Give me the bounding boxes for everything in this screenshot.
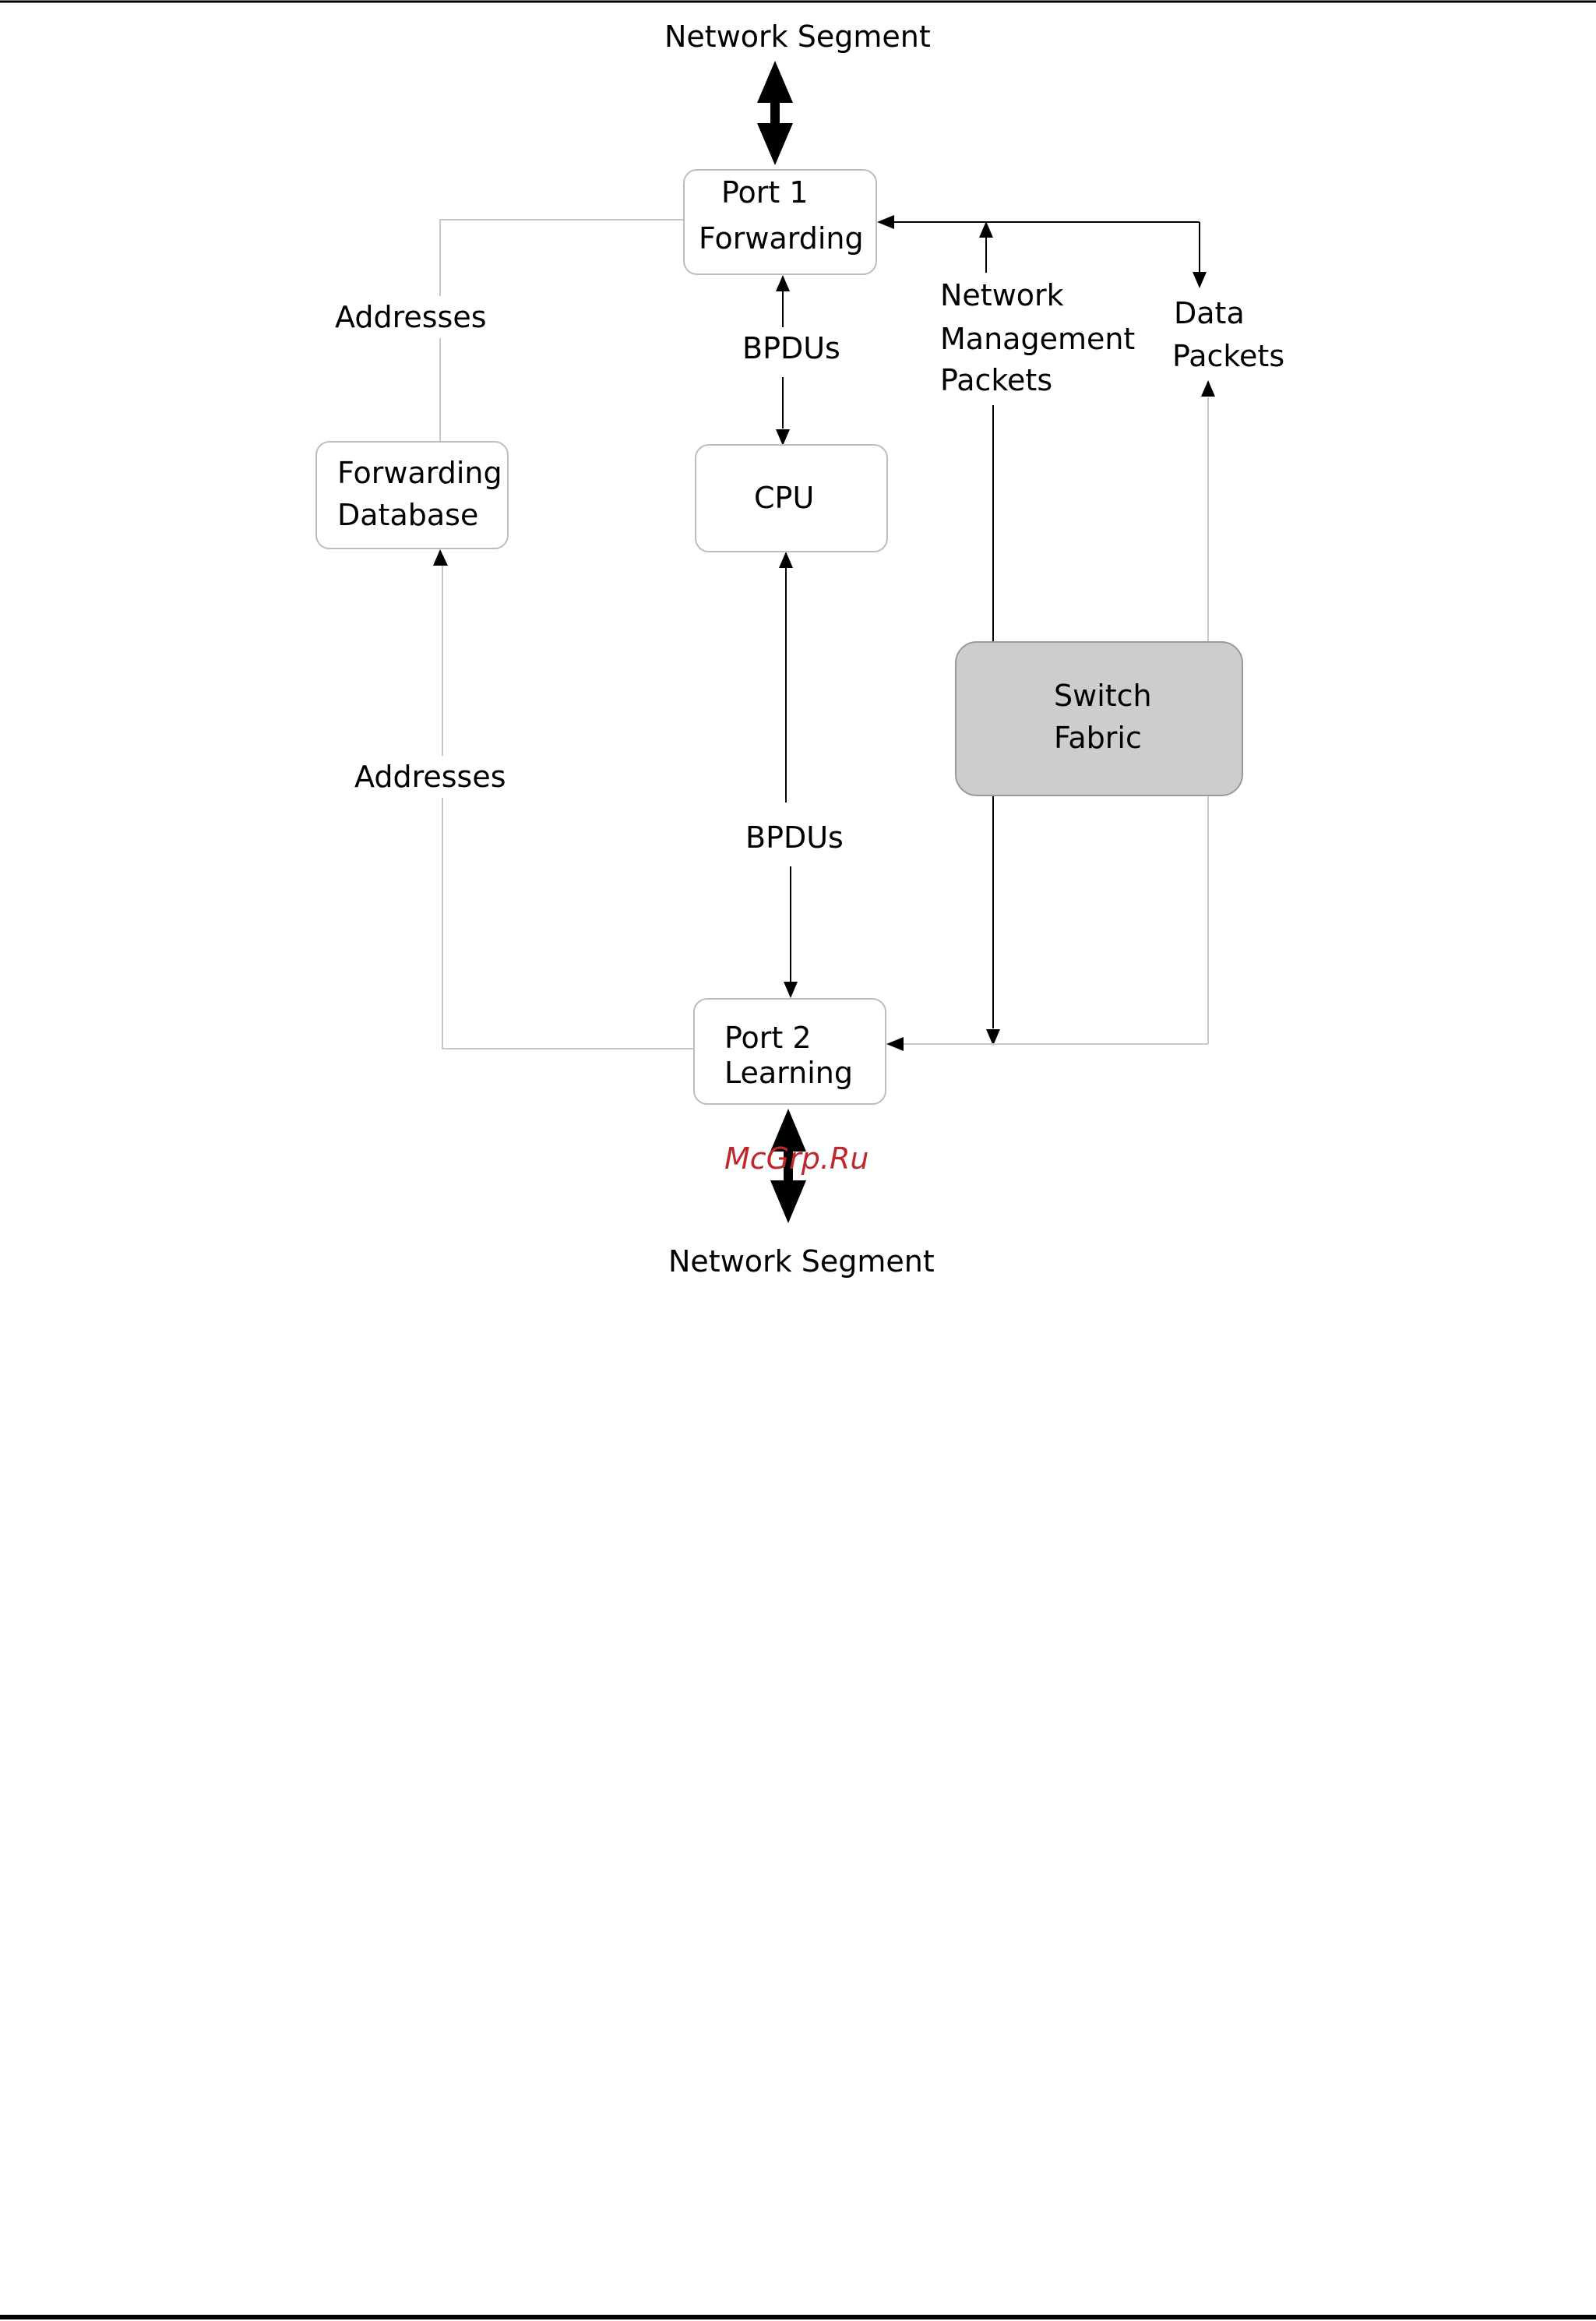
data-packets-label-2: Packets <box>1172 335 1284 377</box>
cpu-label: CPU <box>754 477 814 519</box>
port1-label: Port 1 <box>721 171 809 213</box>
cpu-top-arrowhead <box>776 429 790 446</box>
bpdus-top-label: BPDUs <box>742 327 840 369</box>
bottom-network-segment-label: Network Segment <box>668 1240 935 1282</box>
top-network-segment-label: Network Segment <box>664 16 931 58</box>
port2-right-arrowhead <box>886 1037 904 1051</box>
netmgmt-up-arrowhead <box>979 221 993 238</box>
data-packets-label-1: Data <box>1174 292 1245 334</box>
port2-to-fdb-line <box>442 561 693 1049</box>
network-management-label-3: Packets <box>940 359 1052 401</box>
port1-right-arrowhead <box>877 215 894 229</box>
switch-fabric-label-2: Fabric <box>1054 717 1142 759</box>
fdb-arrowhead <box>433 549 448 566</box>
port1-bpdu-arrowhead <box>776 275 790 291</box>
bpdus-bottom-label: BPDUs <box>745 817 844 859</box>
forwarding-database-label-1: Forwarding <box>337 452 502 494</box>
addresses-bottom-label: Addresses <box>354 756 506 798</box>
forwarding-database-label-2: Database <box>337 494 478 536</box>
watermark-text: McGrp.Ru <box>724 1141 868 1176</box>
port2-bpdu-arrowhead <box>784 982 798 998</box>
cpu-bottom-arrowhead <box>779 552 793 568</box>
port1-state-label: Forwarding <box>699 217 864 259</box>
network-management-label-1: Network <box>940 274 1064 316</box>
port2-state-label: Learning <box>724 1052 853 1094</box>
addresses-top-label: Addresses <box>335 296 487 338</box>
top-network-double-arrow <box>757 61 793 165</box>
fabric-down-arrowhead <box>986 1029 1000 1046</box>
data-up-arrowhead <box>1201 380 1215 397</box>
switch-fabric-label-1: Switch <box>1054 675 1152 717</box>
data-down-arrowhead <box>1193 272 1207 288</box>
network-management-label-2: Management <box>940 318 1135 360</box>
